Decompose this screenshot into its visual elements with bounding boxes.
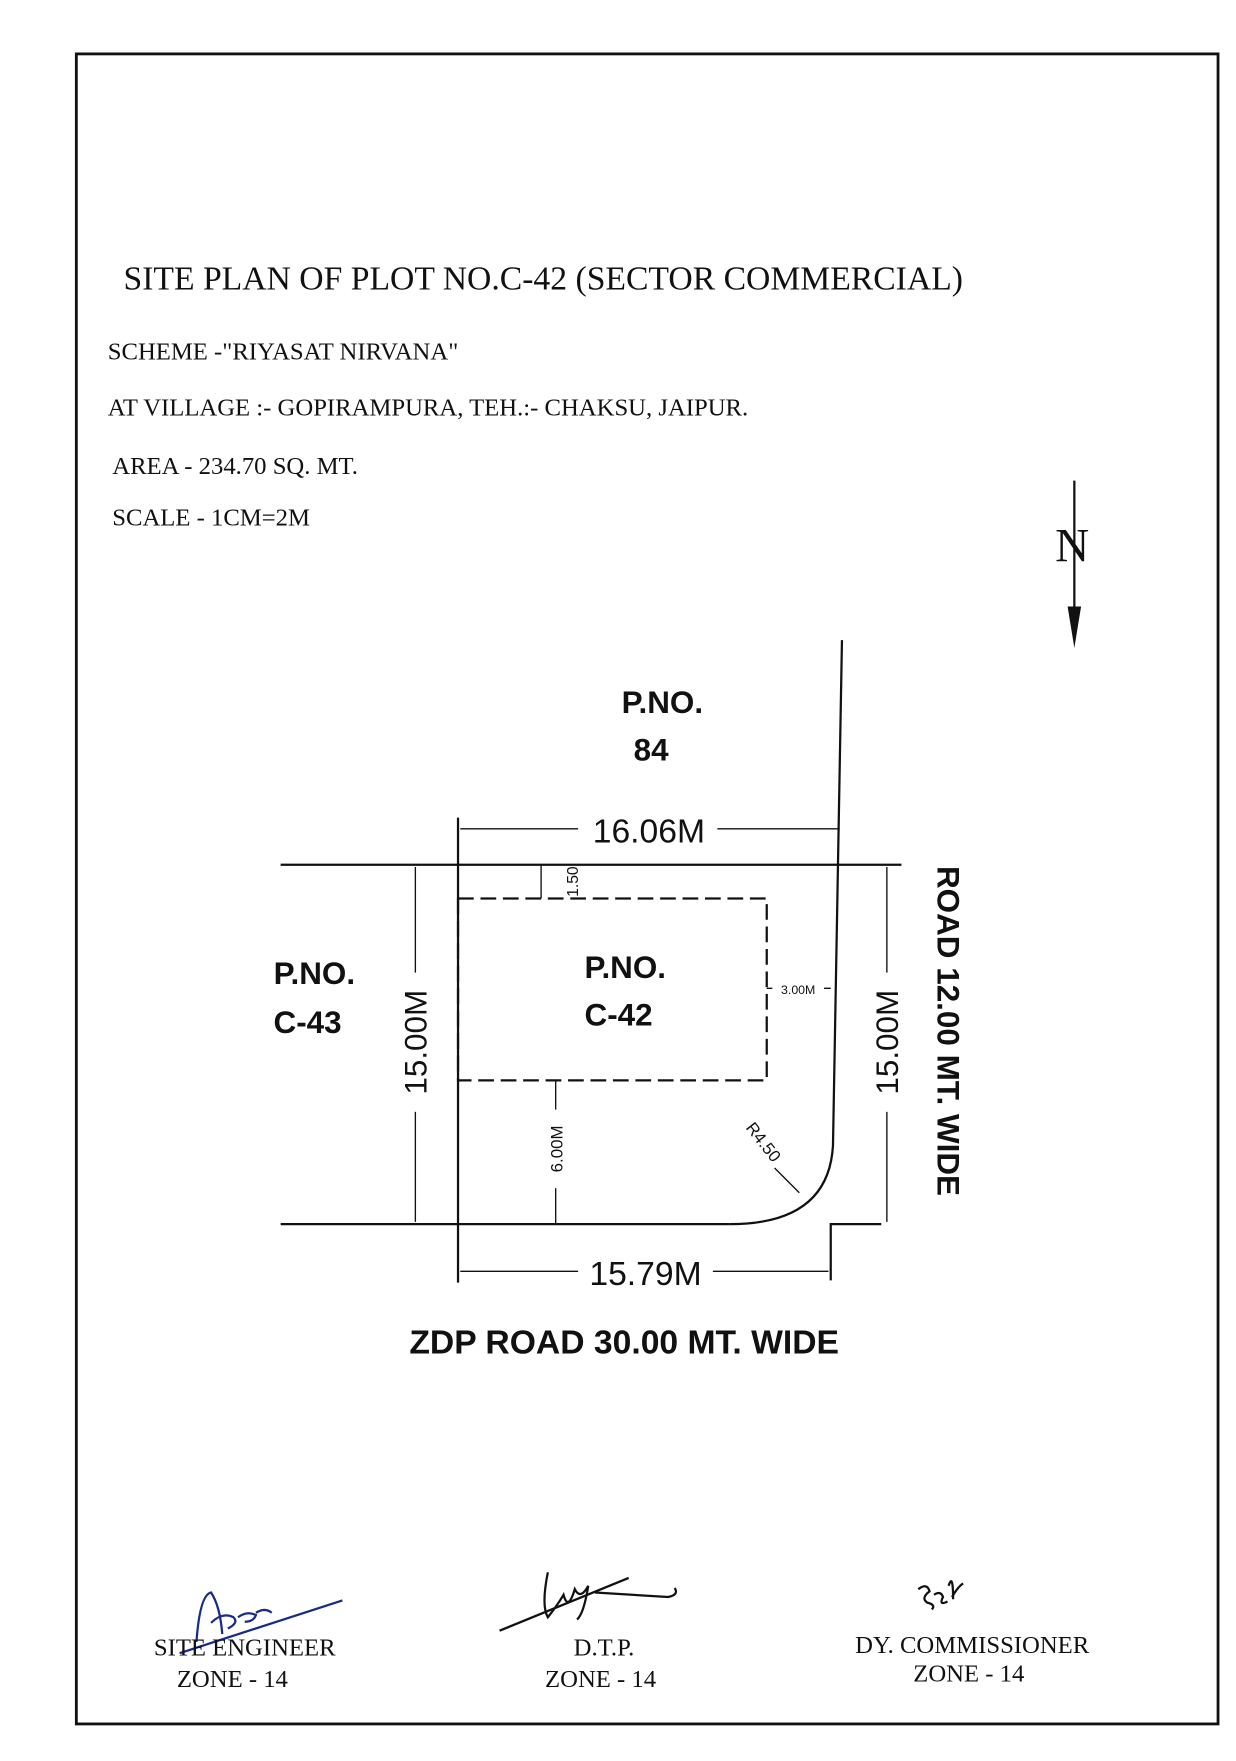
- village-line: AT VILLAGE :- GOPIRAMPURA, TEH.:- CHAKSU…: [108, 395, 748, 422]
- dy-commissioner-title: DY. COMMISSIONER: [855, 1632, 1090, 1659]
- plot-north-label: P.NO.: [622, 685, 703, 720]
- plot-main-label: P.NO.: [585, 950, 666, 985]
- signature-site-engineer: [179, 1591, 343, 1655]
- corner-radius: R4.50: [742, 1119, 785, 1166]
- road-east-label: ROAD 12.00 MT. WIDE: [930, 866, 965, 1196]
- svg-text:N: N: [1055, 521, 1089, 573]
- dim-right: 15.00M: [870, 990, 905, 1095]
- plot-drawing: [280, 640, 902, 1283]
- area-line: AREA - 234.70 SQ. MT.: [112, 453, 358, 480]
- page-title: SITE PLAN OF PLOT NO.C-42 (SECTOR COMMER…: [123, 261, 963, 298]
- dy-commissioner-zone: ZONE - 14: [913, 1660, 1024, 1687]
- page-border: [74, 52, 1220, 1726]
- dim-side-setback: 3.00M: [781, 983, 815, 997]
- dtp-title: D.T.P.: [574, 1634, 635, 1661]
- scheme-line: SCHEME -"RIYASAT NIRVANA": [108, 338, 459, 365]
- plot-west-number: C-43: [274, 1005, 342, 1040]
- dim-bottom: 15.79M: [589, 1256, 701, 1293]
- dim-rear-setback: 6.00M: [547, 1126, 566, 1173]
- site-engineer-title: SITE ENGINEER: [154, 1634, 336, 1661]
- dim-left: 15.00M: [399, 990, 434, 1095]
- scale-line: SCALE - 1CM=2M: [112, 505, 310, 532]
- dim-front-setback: 1.50: [565, 866, 582, 897]
- road-south-label: ZDP ROAD 30.00 MT. WIDE: [409, 1324, 839, 1361]
- plot-main-number: C-42: [585, 997, 653, 1032]
- site-engineer-zone: ZONE - 14: [177, 1666, 288, 1693]
- dim-top: 16.06M: [593, 813, 705, 850]
- signature-dtp: [499, 1572, 678, 1632]
- dtp-zone: ZONE - 14: [545, 1666, 656, 1693]
- signature-dy-commissioner: [917, 1580, 964, 1611]
- north-arrow-icon: N: [1055, 480, 1089, 649]
- plot-north-number: 84: [634, 732, 669, 767]
- plot-west-label: P.NO.: [274, 956, 355, 991]
